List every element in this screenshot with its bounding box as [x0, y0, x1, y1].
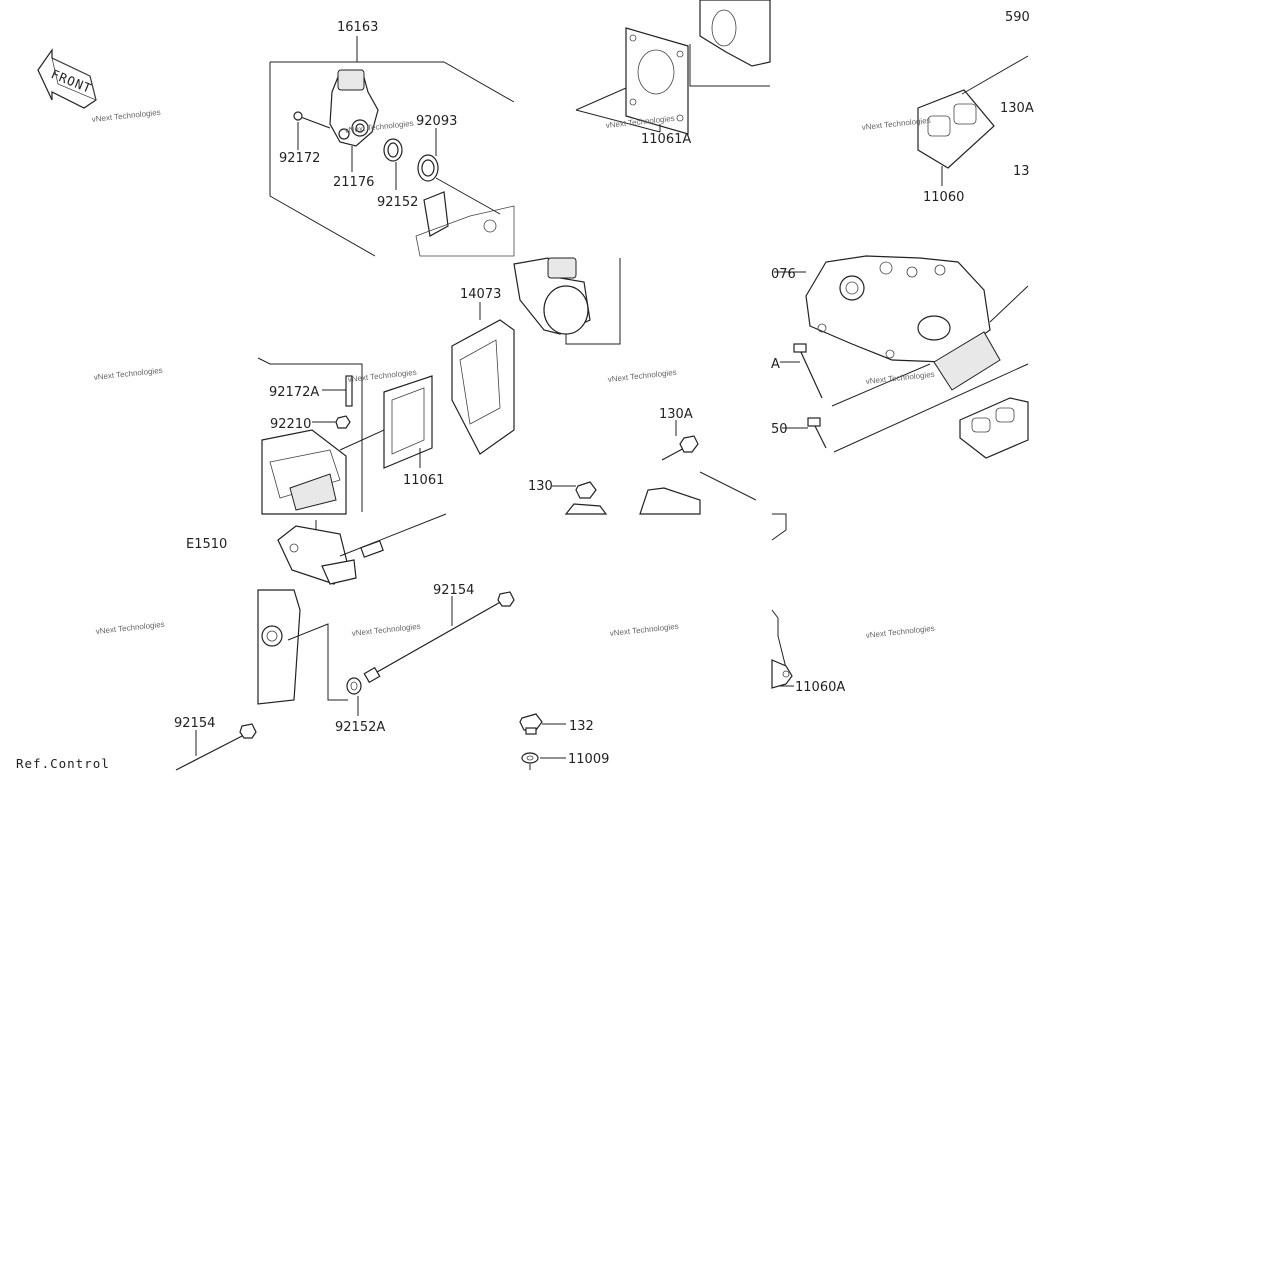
label-11060: 11060: [923, 190, 964, 205]
watermark: vNext Technologies: [351, 622, 421, 638]
group-intake-left: [257, 257, 621, 515]
group-gasket-11060: [917, 55, 1029, 186]
label-92154-left: 92154: [174, 716, 215, 731]
watermark: vNext Technologies: [607, 368, 677, 384]
group-gasket-11061A: [575, 0, 771, 135]
label-92152: 92152: [377, 195, 418, 210]
label-92172A: 92172A: [269, 385, 319, 400]
label-14073: 14073: [460, 287, 501, 302]
watermark: vNext Technologies: [865, 370, 935, 386]
label-92172: 92172: [279, 151, 320, 166]
watermark: vNext Technologies: [347, 368, 417, 384]
label-92152A: 92152A: [335, 720, 385, 735]
group-throttle-sensor: [269, 36, 515, 257]
label-11061A: 11061A: [641, 132, 691, 147]
label-590: 590: [1005, 10, 1030, 25]
label-11060A: 11060A: [795, 680, 845, 695]
group-bolts-130: [552, 420, 787, 541]
label-130: 130: [528, 479, 553, 494]
label-21176: 21176: [333, 175, 374, 190]
group-gasket-11060A: [771, 609, 794, 689]
label-076: 076: [771, 267, 796, 282]
label-50: 50: [771, 422, 788, 437]
watermark: vNext Technologies: [91, 108, 161, 124]
watermark: vNext Technologies: [93, 366, 163, 382]
part-labels: 16163 92093 92172 21176 92152 11061A 590…: [16, 10, 1034, 771]
label-16163: 16163: [337, 20, 378, 35]
ref-control-label: Ref.Control: [16, 756, 110, 771]
label-11009: 11009: [568, 752, 609, 767]
label-11061: 11061: [403, 473, 444, 488]
label-92093: 92093: [416, 114, 457, 129]
label-92210: 92210: [270, 417, 311, 432]
label-13-top: 13: [1013, 164, 1030, 179]
group-small-parts: [519, 713, 566, 770]
front-arrow-icon: FRONT: [37, 48, 97, 109]
watermark: vNext Technologies: [609, 622, 679, 638]
label-92154-mid: 92154: [433, 583, 474, 598]
label-A: A: [771, 357, 780, 372]
label-130A-top: 130A: [1000, 101, 1034, 116]
group-lower-left: [175, 513, 515, 771]
watermark: vNext Technologies: [95, 620, 165, 636]
watermark: vNext Technologies: [865, 624, 935, 640]
label-E1510: E1510: [186, 537, 227, 552]
group-intake-right: [774, 255, 1029, 459]
label-132: 132: [569, 719, 594, 734]
label-130A-mid: 130A: [659, 407, 693, 422]
